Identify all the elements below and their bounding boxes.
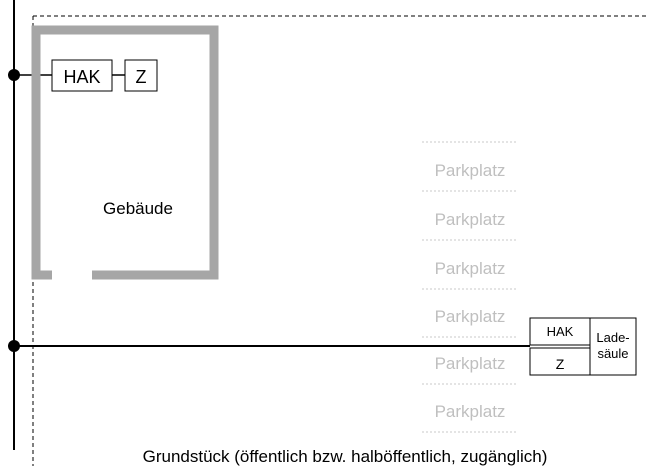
building-meter-box: Z bbox=[124, 59, 158, 92]
building-walls bbox=[31, 25, 219, 280]
building-meter-label: Z bbox=[136, 67, 147, 87]
parking-label: Parkplatz bbox=[435, 259, 506, 278]
charging-meter-box bbox=[529, 347, 591, 376]
charging-hak-label: HAK bbox=[547, 324, 574, 339]
building-junction-dot bbox=[8, 69, 20, 81]
parking-label: Parkplatz bbox=[435, 402, 506, 421]
building-hak-label: HAK bbox=[63, 67, 100, 87]
parking-label: Parkplatz bbox=[435, 210, 506, 229]
parking-label: Parkplatz bbox=[435, 307, 506, 326]
parking-area: Parkplatz Parkplatz Parkplatz Parkplatz … bbox=[422, 141, 518, 433]
charging-station-label-line2: säule bbox=[597, 346, 628, 361]
charging-junction-dot bbox=[8, 340, 20, 352]
charging-hak-box bbox=[529, 317, 591, 346]
plot-caption: Grundstück (öffentlich bzw. halböffentli… bbox=[143, 447, 548, 466]
charging-meter-label: Z bbox=[556, 356, 565, 372]
parking-label: Parkplatz bbox=[435, 354, 506, 373]
building-hak-box: HAK bbox=[51, 59, 113, 92]
building-label: Gebäude bbox=[103, 199, 173, 218]
charging-station-label-line1: Lade- bbox=[596, 330, 629, 345]
charging-station: HAK Z Lade- säule bbox=[529, 317, 637, 376]
charging-station-box bbox=[589, 317, 637, 376]
parking-label: Parkplatz bbox=[435, 161, 506, 180]
